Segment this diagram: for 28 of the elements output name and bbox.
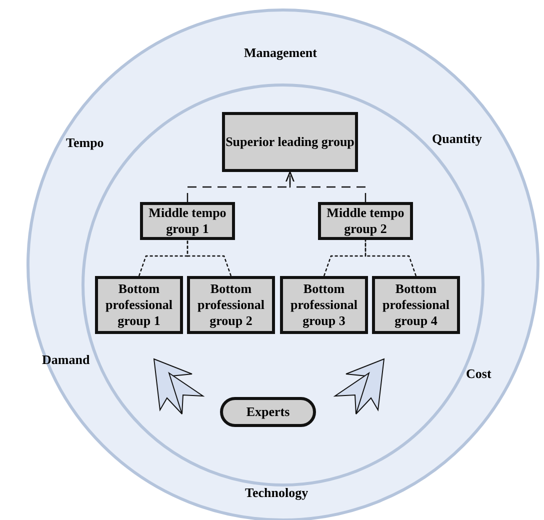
node-label: Superior leading group [226,134,354,150]
ring-label: Tempo [66,135,104,151]
group-box [280,276,368,334]
connector [364,240,417,276]
node-label: Bottom professional group 3 [290,281,358,329]
connector [323,240,366,276]
ring-label: Quantity [432,131,482,147]
node-label: Bottom professional group 1 [104,281,174,329]
node-label: Bottom professional group 2 [196,281,266,329]
group-box [140,202,235,240]
connector [186,240,232,276]
group-box [187,276,275,334]
ring-label: Cost [466,366,492,382]
node-label: Middle tempo group 2 [326,205,406,237]
group-box [222,112,358,172]
ring-label: Technology [245,485,308,501]
terminal-pill [220,397,316,427]
group-box [95,276,183,334]
ring-label: Management [244,45,317,61]
node-label: Middle tempo group 1 [148,205,228,237]
connector [286,171,366,202]
group-box [372,276,460,334]
ring-label: Damand [42,352,90,368]
arrow [153,358,205,414]
group-box [318,202,413,240]
node-label: Bottom professional group 4 [382,281,450,329]
node-label: Experts [246,404,290,420]
arrow [333,358,385,414]
